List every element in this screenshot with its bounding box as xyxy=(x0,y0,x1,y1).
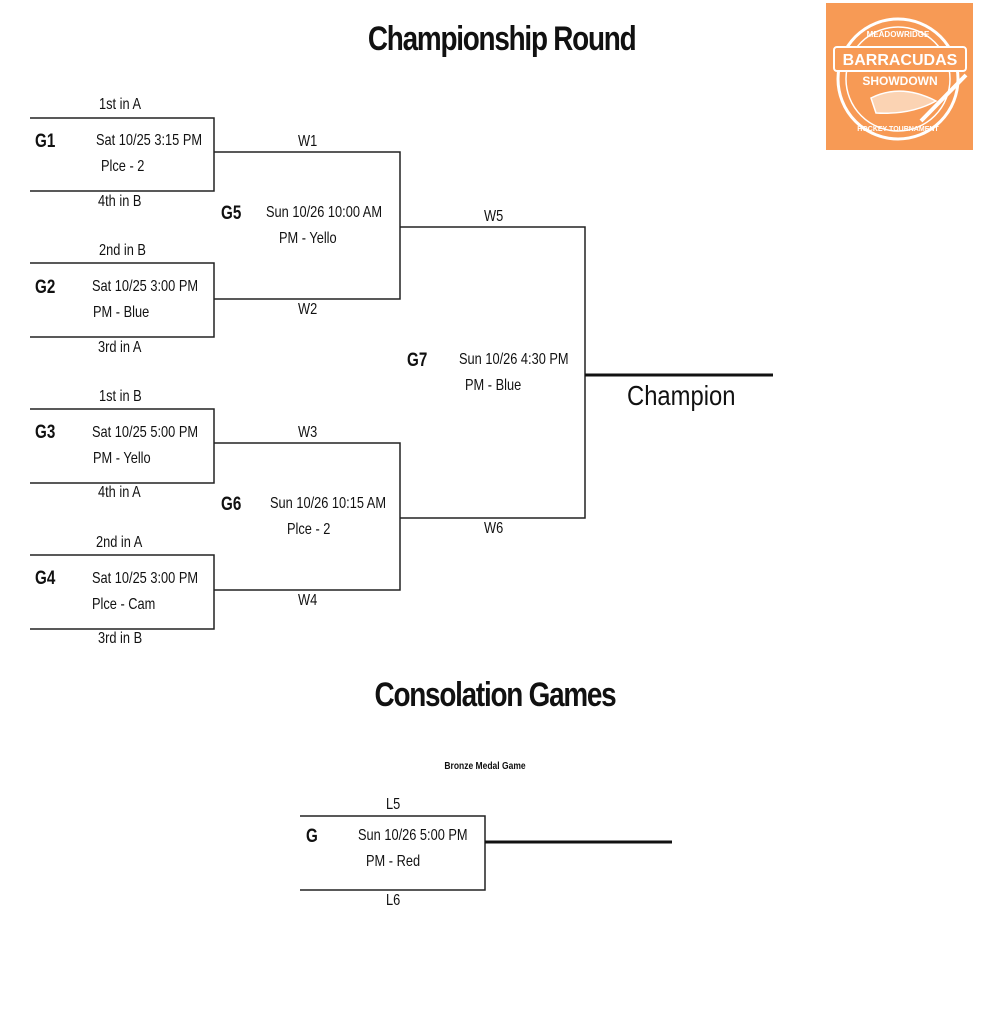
bronze-medal-title: Bronze Medal Game xyxy=(444,761,526,772)
svg-text:HOCKEY TOURNAMENT: HOCKEY TOURNAMENT xyxy=(857,126,939,133)
g3-bracket xyxy=(30,408,215,484)
g6-bracket xyxy=(214,442,401,591)
g5-rink: PM - Yello xyxy=(279,230,337,247)
g2-top-seed: 2nd in B xyxy=(99,242,146,259)
g2-bottom-seed: 3rd in A xyxy=(98,339,142,356)
g2-bracket xyxy=(30,262,215,338)
bronze-game-id: G xyxy=(306,826,318,847)
g5-datetime: Sun 10/26 10:00 AM xyxy=(266,204,382,221)
svg-text:BARRACUDAS: BARRACUDAS xyxy=(843,52,958,69)
g1-game-id: G1 xyxy=(35,131,56,152)
g2-game-id: G2 xyxy=(35,277,56,298)
bronze-datetime: Sun 10/26 5:00 PM xyxy=(358,827,468,844)
tournament-logo: MEADOWRIDGE BARRACUDAS SHOWDOWN HOCKEY T… xyxy=(826,3,973,150)
g4-bracket xyxy=(30,554,215,630)
g5-bottom-seed: W2 xyxy=(298,301,318,318)
g1-rink: Plce - 2 xyxy=(101,158,145,175)
g3-bottom-seed: 4th in A xyxy=(98,484,141,501)
svg-text:MEADOWRIDGE: MEADOWRIDGE xyxy=(867,30,930,39)
g4-top-seed: 2nd in A xyxy=(96,534,143,551)
g1-top-seed: 1st in A xyxy=(99,96,141,113)
g1-bottom-seed: 4th in B xyxy=(98,193,142,210)
g6-datetime: Sun 10/26 10:15 AM xyxy=(270,495,386,512)
g5-bracket xyxy=(214,151,401,300)
g6-top-seed: W3 xyxy=(298,424,318,441)
g5-top-seed: W1 xyxy=(298,133,318,150)
svg-text:SHOWDOWN: SHOWDOWN xyxy=(862,74,937,88)
g4-bottom-seed: 3rd in B xyxy=(98,630,143,647)
barracuda-logo-icon: MEADOWRIDGE BARRACUDAS SHOWDOWN HOCKEY T… xyxy=(833,17,968,141)
g5-game-id: G5 xyxy=(221,203,242,224)
g7-bracket xyxy=(400,226,586,519)
g1-datetime: Sat 10/25 3:15 PM xyxy=(96,132,203,149)
g7-datetime: Sun 10/26 4:30 PM xyxy=(459,351,569,368)
g7-game-id: G7 xyxy=(407,350,428,371)
bronze-top-seed: L5 xyxy=(386,796,401,813)
g2-rink: PM - Blue xyxy=(93,304,150,321)
g4-rink: Plce - Cam xyxy=(92,596,156,613)
g4-datetime: Sat 10/25 3:00 PM xyxy=(92,570,199,587)
g6-rink: Plce - 2 xyxy=(287,521,331,538)
g4-game-id: G4 xyxy=(35,568,56,589)
g7-bottom-seed: W6 xyxy=(484,520,504,537)
bronze-bracket xyxy=(300,815,486,891)
g1-bracket xyxy=(30,117,215,192)
bronze-bottom-seed: L6 xyxy=(386,892,401,909)
g2-datetime: Sat 10/25 3:00 PM xyxy=(92,278,199,295)
g3-rink: PM - Yello xyxy=(93,450,151,467)
champion-label: Champion xyxy=(627,380,736,411)
championship-title: Championship Round xyxy=(367,20,637,58)
g3-datetime: Sat 10/25 5:00 PM xyxy=(92,424,199,441)
g6-game-id: G6 xyxy=(221,494,242,515)
g3-top-seed: 1st in B xyxy=(99,388,142,405)
g7-top-seed: W5 xyxy=(484,208,504,225)
g7-rink: PM - Blue xyxy=(465,377,522,394)
g6-bottom-seed: W4 xyxy=(298,592,318,609)
consolation-title: Consolation Games xyxy=(374,676,617,714)
g3-game-id: G3 xyxy=(35,422,56,443)
bronze-rink: PM - Red xyxy=(366,853,421,870)
